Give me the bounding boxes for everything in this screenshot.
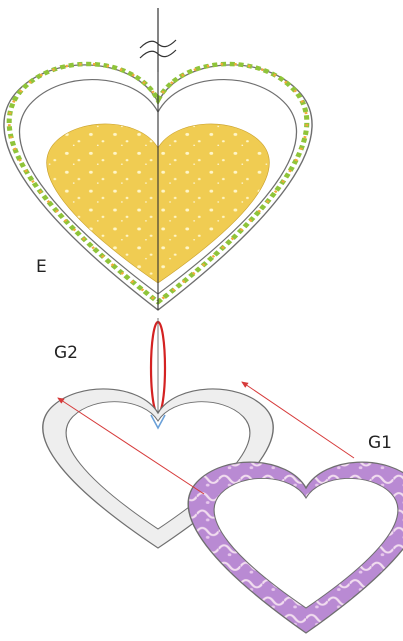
label-e: E xyxy=(36,257,47,277)
label-g1: G1 xyxy=(368,433,392,453)
heart-g1 xyxy=(188,462,403,633)
hanging-thread xyxy=(140,8,176,72)
heart-e xyxy=(4,64,312,310)
label-g2: G2 xyxy=(54,343,78,363)
heart-g1-inner xyxy=(214,478,398,608)
